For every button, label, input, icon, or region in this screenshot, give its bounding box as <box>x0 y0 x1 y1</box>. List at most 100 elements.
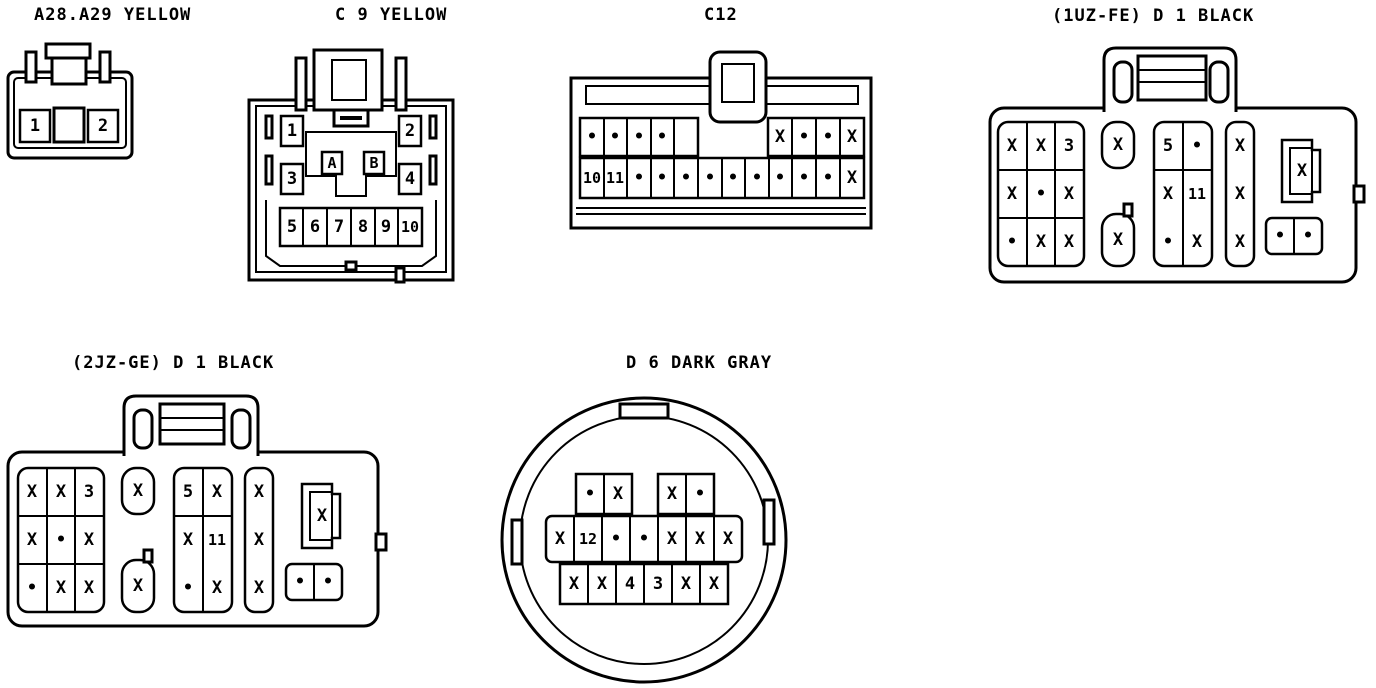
c12-row2-pin-12: X <box>847 168 858 188</box>
d1-1uz-left-pin-1: X <box>1007 136 1018 156</box>
d1-2jz-mid-pin-5: 5 <box>183 482 193 502</box>
d1-2jz-left-pin-4: X <box>27 530 38 550</box>
a28-pin-1: 1 <box>30 116 40 136</box>
c12-row1-pin-3: • <box>634 127 644 147</box>
d6-row3-pin-1: X <box>569 574 580 594</box>
d1-2jz-mid-pin-3: X <box>183 530 194 550</box>
c9-pin-6: 6 <box>310 217 320 237</box>
connector-d1-2jz-ge: (2JZ-GE) D 1 BLACK X X 3 X • X • X X X X… <box>6 353 388 628</box>
c12-row2-pin-10: • <box>799 168 809 188</box>
c12-row2-pin-7: • <box>728 168 738 188</box>
d1-1uz-left-pin-9: X <box>1064 232 1075 252</box>
d1-1uz-left-pin-5: • <box>1036 184 1046 204</box>
c9-pin-7: 7 <box>334 217 344 237</box>
d6-row3-pin-6: X <box>709 574 720 594</box>
c12-row2-pin-2: 11 <box>606 169 624 187</box>
c12-row1-pin-5: X <box>775 127 786 147</box>
d6-row2-pin-4: • <box>639 529 649 549</box>
connector-a28-a29: A28.A29 YELLOW 1 2 <box>6 5 191 160</box>
d1-2jz-pair-pin-1: • <box>295 572 305 592</box>
d6-row3-pin-4: 4 <box>625 574 635 594</box>
c9-pin-3: 3 <box>287 169 297 189</box>
connector-a28-a29-title: A28.A29 YELLOW <box>34 5 191 25</box>
d1-2jz-left-pin-2: X <box>56 482 67 502</box>
c9-pin-9: 9 <box>381 217 391 237</box>
c9-pin-8: 8 <box>358 217 368 237</box>
d1-1uz-left-pin-3: 3 <box>1064 136 1074 156</box>
connector-d1-2jz-title: (2JZ-GE) D 1 BLACK <box>72 353 274 373</box>
c9-pin-2: 2 <box>405 121 415 141</box>
d1-1uz-pair-pin-1: • <box>1275 226 1285 246</box>
connector-d1-1uz-fe: (1UZ-FE) D 1 BLACK X X 3 X • X • X X X X… <box>988 6 1366 284</box>
c12-row2-pin-8: • <box>752 168 762 188</box>
d1-2jz-left-pin-5: • <box>56 530 66 550</box>
connector-d6: D 6 DARK GRAY • X X • X 12 • • X X X X <box>500 353 788 684</box>
connector-c9-title: C 9 YELLOW <box>335 5 447 25</box>
d1-2jz-left-pin-3: 3 <box>84 482 94 502</box>
d1-2jz-mid-pin-5b: • <box>183 578 193 598</box>
d1-1uz-mid-pin-5: 5 <box>1163 136 1173 156</box>
d1-2jz-right-pin-3: X <box>254 578 265 598</box>
d1-1uz-mid-pin-6: X <box>1192 232 1203 252</box>
d1-1uz-left-pin-8: X <box>1036 232 1047 252</box>
c12-row1-pin-4: • <box>657 127 667 147</box>
c12-row2-pin-9: • <box>775 168 785 188</box>
d1-2jz-right-pin-1: X <box>254 482 265 502</box>
c12-row1-pin-8: X <box>847 127 858 147</box>
c12-row1-pin-6: • <box>799 127 809 147</box>
c12-row1-pin-2: • <box>610 127 620 147</box>
c9-pin-b: B <box>369 154 378 172</box>
d1-1uz-right-pin-3: X <box>1235 232 1246 252</box>
d6-row2-pin-1: X <box>555 529 566 549</box>
c12-row2-pin-3: • <box>634 168 644 188</box>
c12-row2-pin-6: • <box>705 168 715 188</box>
connector-c9: C 9 YELLOW 1 2 3 4 A B 5 6 7 8 <box>247 5 455 284</box>
d1-1uz-mid-pin-2: • <box>1192 136 1202 156</box>
c9-pin-10: 10 <box>401 218 419 236</box>
c12-row2-pin-11: • <box>823 168 833 188</box>
connector-c12-title: C12 <box>704 5 738 25</box>
c9-pin-4: 4 <box>405 169 415 189</box>
d6-row3-pin-5: X <box>681 574 692 594</box>
c9-pin-1: 1 <box>287 121 297 141</box>
d1-1uz-right-pin-2: X <box>1235 184 1246 204</box>
d1-1uz-left-pin-6: X <box>1064 184 1075 204</box>
c12-row2-pin-5: • <box>681 168 691 188</box>
connector-c12: C12 • • • • X • • X 10 11 • <box>569 5 873 230</box>
d6-row2-pin-7: X <box>723 529 734 549</box>
connector-d1-1uz-title: (1UZ-FE) D 1 BLACK <box>1052 6 1254 26</box>
d1-1uz-mid-pin-5b: • <box>1163 232 1173 252</box>
d1-2jz-left-pin-6: X <box>84 530 95 550</box>
c12-row1-pin-1: • <box>587 127 597 147</box>
d6-row2-pin-3: • <box>611 529 621 549</box>
c12-row1-pin-7: • <box>823 127 833 147</box>
d6-row1-pin-3: X <box>667 484 678 504</box>
d1-2jz-mid-pin-11: 11 <box>208 531 226 549</box>
c9-pin-5: 5 <box>287 217 297 237</box>
c12-row2-pin-1: 10 <box>583 169 601 187</box>
d1-2jz-oval-bottom-pin: X <box>133 576 144 596</box>
d1-1uz-latch-pin: X <box>1297 161 1308 181</box>
d1-1uz-mid-pin-3: X <box>1163 184 1174 204</box>
d1-2jz-latch-pin: X <box>317 506 328 526</box>
d6-row2-pin-5: X <box>667 529 678 549</box>
d6-row2-pin-6: X <box>695 529 706 549</box>
d1-1uz-oval-bottom-pin: X <box>1113 230 1124 250</box>
d1-1uz-oval-top-pin: X <box>1113 135 1124 155</box>
d1-2jz-right-pin-2: X <box>254 530 265 550</box>
d1-1uz-mid-pin-11: 11 <box>1188 185 1206 203</box>
d6-row3-pin-3: 3 <box>653 574 663 594</box>
d1-2jz-mid-pin-6: X <box>212 578 223 598</box>
d1-2jz-left-pin-8: X <box>56 578 67 598</box>
d1-1uz-right-pin-1: X <box>1235 136 1246 156</box>
d1-1uz-left-pin-7: • <box>1007 232 1017 252</box>
d1-2jz-oval-top-pin: X <box>133 481 144 501</box>
d6-row1-pin-2: X <box>613 484 624 504</box>
d1-2jz-left-pin-7: • <box>27 578 37 598</box>
d6-row3-pin-2: X <box>597 574 608 594</box>
a28-pin-2: 2 <box>98 116 108 136</box>
connector-d6-title: D 6 DARK GRAY <box>626 353 772 373</box>
d6-row1-pin-4: • <box>695 484 705 504</box>
d6-row2-pin-12: 12 <box>579 530 597 548</box>
